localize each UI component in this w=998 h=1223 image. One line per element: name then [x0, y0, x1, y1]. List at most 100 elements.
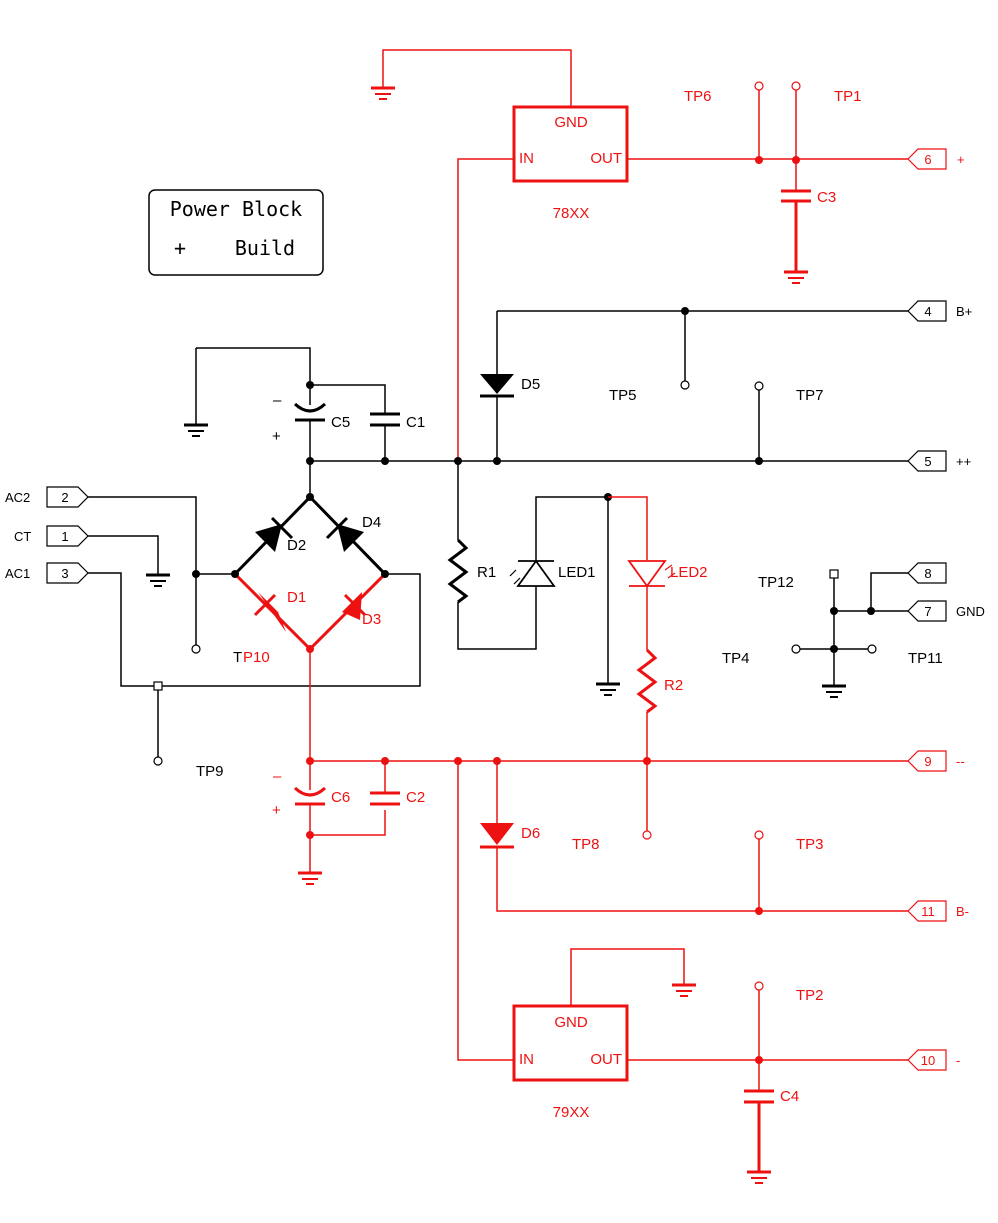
r2-label: R2	[664, 677, 683, 694]
reg-79-gnd-label: GND	[554, 1014, 588, 1031]
d1-label: D1	[287, 589, 306, 606]
capacitor-c4	[744, 1060, 774, 1184]
tp2-label: TP2	[796, 987, 824, 1004]
svg-text:8: 8	[924, 566, 931, 581]
d5-label: D5	[521, 376, 540, 393]
c2-label: C2	[406, 789, 425, 806]
connector-1: 1	[46, 525, 89, 547]
tp7-label: TP7	[796, 387, 824, 404]
reg-78-gnd-label: GND	[554, 114, 588, 131]
d2-label: D2	[287, 537, 306, 554]
capacitor-c2	[370, 761, 400, 806]
svg-text:5: 5	[924, 454, 931, 469]
svg-text:9: 9	[924, 754, 931, 769]
connector-4-label: B+	[956, 304, 972, 319]
svg-text:7: 7	[924, 604, 931, 619]
tp4-label: TP4	[722, 650, 750, 667]
d4-label: D4	[362, 514, 381, 531]
ground-icon	[298, 871, 322, 885]
c6-label: C6	[331, 789, 350, 806]
reg-78-in-label: IN	[519, 150, 534, 167]
reg-79-in-label: IN	[519, 1051, 534, 1068]
tp12-label: TP12	[758, 574, 794, 591]
d6-label: D6	[521, 825, 540, 842]
reg-78-out-label: OUT	[590, 150, 622, 167]
title-build: Build	[235, 236, 295, 260]
r1-label: R1	[477, 564, 496, 581]
connector-8: 8	[907, 562, 947, 584]
svg-text:1: 1	[61, 529, 68, 544]
svg-text:11: 11	[921, 904, 935, 919]
diode-d2	[233, 495, 312, 576]
ground-icon	[596, 682, 620, 696]
diode-d5	[480, 311, 514, 461]
connector-7-label: GND	[956, 604, 985, 619]
tp5-label: TP5	[609, 387, 637, 404]
reg-78-name: 78XX	[553, 205, 590, 222]
tp3-label: TP3	[796, 836, 824, 853]
reg-79-out-label: OUT	[590, 1051, 622, 1068]
connector-6-label: +	[957, 152, 965, 167]
tp9-label: TP9	[196, 763, 224, 780]
connector-10-label: -	[956, 1053, 960, 1068]
c3-label: C3	[817, 189, 836, 206]
connector-4: 4	[907, 300, 947, 322]
svg-text:10: 10	[921, 1053, 935, 1068]
title-plus: +	[174, 236, 186, 260]
connector-5: 5	[907, 450, 947, 472]
led-led2	[627, 560, 676, 650]
connector-11: 11	[907, 900, 947, 922]
connector-9-label: --	[956, 754, 965, 769]
diode-d6	[480, 761, 908, 912]
c5-plus: +	[272, 428, 281, 445]
regulator-79xx: GND IN OUT 79XX	[512, 1004, 629, 1121]
connector-3: 3	[46, 562, 89, 584]
reg-79-name: 79XX	[553, 1104, 590, 1121]
title-box: Power Block + Build	[148, 189, 324, 276]
title-line-1: Power Block	[170, 197, 302, 221]
ground-icon	[184, 423, 208, 437]
connector-9: 9	[907, 750, 947, 772]
led1-label: LED1	[558, 564, 596, 581]
connector-10: 10	[907, 1049, 947, 1071]
tp8-label: TP8	[572, 836, 600, 853]
diode-d3	[308, 572, 387, 651]
ground-icon	[146, 573, 170, 587]
connector-11-label: B-	[956, 904, 969, 919]
d3-label: D3	[362, 611, 381, 628]
tp10-label-p10: P10	[243, 649, 270, 666]
c6-minus: –	[273, 768, 282, 785]
capacitor-c6	[293, 761, 327, 872]
svg-text:2: 2	[61, 490, 68, 505]
capacitor-c3	[781, 160, 811, 284]
ground-icon	[822, 684, 846, 698]
svg-text:4: 4	[924, 304, 931, 319]
connector-6: 6	[907, 148, 947, 170]
regulator-78xx: GND IN OUT 78XX	[371, 49, 629, 222]
connector-3-label: AC1	[5, 566, 30, 581]
svg-text:6: 6	[924, 152, 931, 167]
capacitor-c1	[370, 412, 400, 461]
diode-d4	[308, 495, 387, 576]
resistor-r2	[636, 648, 658, 714]
c5-label: C5	[331, 414, 350, 431]
ground-icon	[371, 86, 395, 100]
connector-1-label: CT	[14, 529, 31, 544]
c1-label: C1	[406, 414, 425, 431]
connector-2: 2	[46, 486, 89, 508]
tp1-label: TP1	[834, 88, 862, 105]
c5-minus: –	[273, 392, 282, 409]
led2-label: LED2	[670, 564, 708, 581]
capacitor-c5	[293, 385, 327, 461]
ground-icon	[672, 983, 696, 997]
c4-label: C4	[780, 1088, 799, 1105]
connector-7: 7	[907, 600, 947, 622]
connector-2-label: AC2	[5, 490, 30, 505]
led-led1	[509, 540, 556, 587]
c6-plus: +	[272, 802, 281, 819]
resistor-r1	[447, 538, 469, 604]
tp10-label-t: T	[233, 649, 242, 666]
svg-text:3: 3	[61, 566, 68, 581]
tp11-label: TP11	[908, 650, 943, 667]
